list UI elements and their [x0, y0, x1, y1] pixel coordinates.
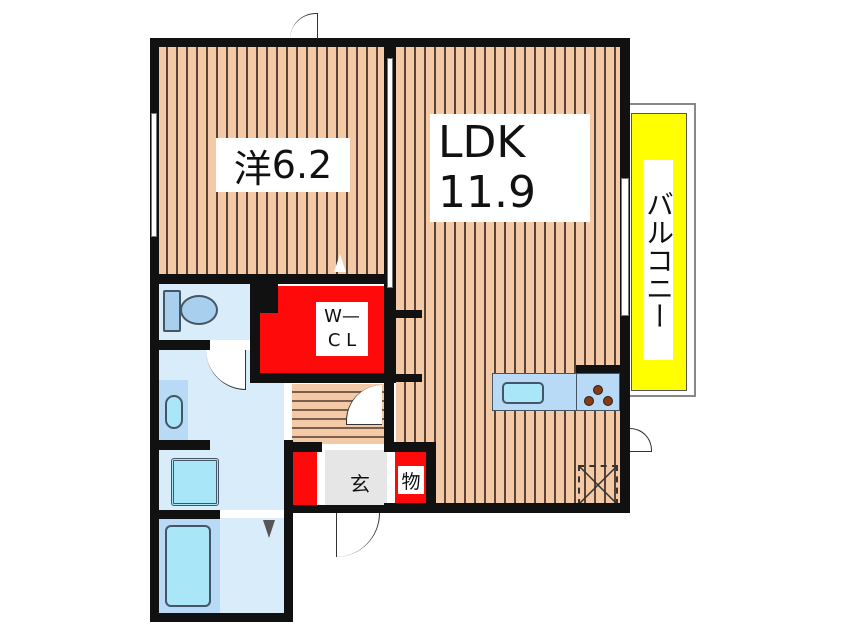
entrance-floor — [325, 450, 387, 510]
door-swing-kitchen-exterior — [630, 428, 652, 452]
bathtub-icon — [165, 525, 211, 607]
western-room-kanji: 洋 — [233, 146, 272, 191]
toilet-bowl-icon — [180, 295, 218, 325]
door-swing-western — [334, 254, 346, 272]
wall-wash-divider — [150, 440, 210, 450]
wall-ldk-stub — [396, 310, 422, 318]
refrigerator-space-icon — [578, 465, 618, 505]
stove-burner-icon — [593, 385, 603, 395]
entrance-label: 玄 — [350, 471, 370, 496]
window-western-left — [151, 113, 157, 237]
wall-ldk-stub — [396, 374, 422, 382]
wall-western-bottom — [150, 274, 396, 284]
wall-bath-top — [150, 510, 220, 519]
wall-entry-top — [292, 442, 322, 452]
wall-bath-right — [284, 440, 293, 622]
storage-label: 物 — [398, 466, 424, 494]
wall-hall-right — [384, 383, 394, 445]
wall-bottom-ldk — [384, 503, 630, 513]
wall-storage-right — [426, 442, 436, 512]
wall-entrance-bottom — [284, 505, 394, 513]
door-swing-top — [290, 13, 318, 39]
shoe-cabinet — [293, 452, 317, 510]
western-room-size: 6.2 — [271, 143, 333, 187]
stove-burner-icon — [603, 396, 613, 406]
ldk-size: 11.9 — [438, 167, 536, 218]
wall-kitchen-back — [576, 365, 620, 373]
wall-toilet-bottom — [150, 340, 210, 350]
ldk-label: LDK 11.9 — [430, 114, 590, 222]
sliding-door-western-ldk — [387, 58, 393, 288]
toilet-tank-icon — [163, 290, 181, 332]
wall-left — [150, 38, 159, 622]
wall-closet-bottom — [250, 373, 396, 383]
window-ldk-balcony — [621, 178, 629, 316]
bath-door-arrow-icon — [263, 520, 275, 538]
balcony-label-text: バルコニー — [642, 190, 675, 330]
door-swing-entrance — [336, 513, 380, 557]
wall-bottom-bath — [150, 613, 292, 622]
wall-storage-box — [384, 442, 436, 452]
wall-closet-left — [250, 283, 260, 383]
balcony-label: バルコニー — [642, 160, 675, 360]
wall-closet-right — [384, 283, 396, 383]
kitchen-sink-icon — [502, 382, 544, 404]
washbasin-icon — [165, 395, 183, 429]
laundry-pan-icon — [171, 458, 219, 506]
ldk-label-text: LDK — [438, 117, 526, 168]
stove-burner-icon — [584, 396, 594, 406]
wcl-label: W— C L — [316, 302, 368, 356]
stove-divider — [576, 373, 577, 411]
